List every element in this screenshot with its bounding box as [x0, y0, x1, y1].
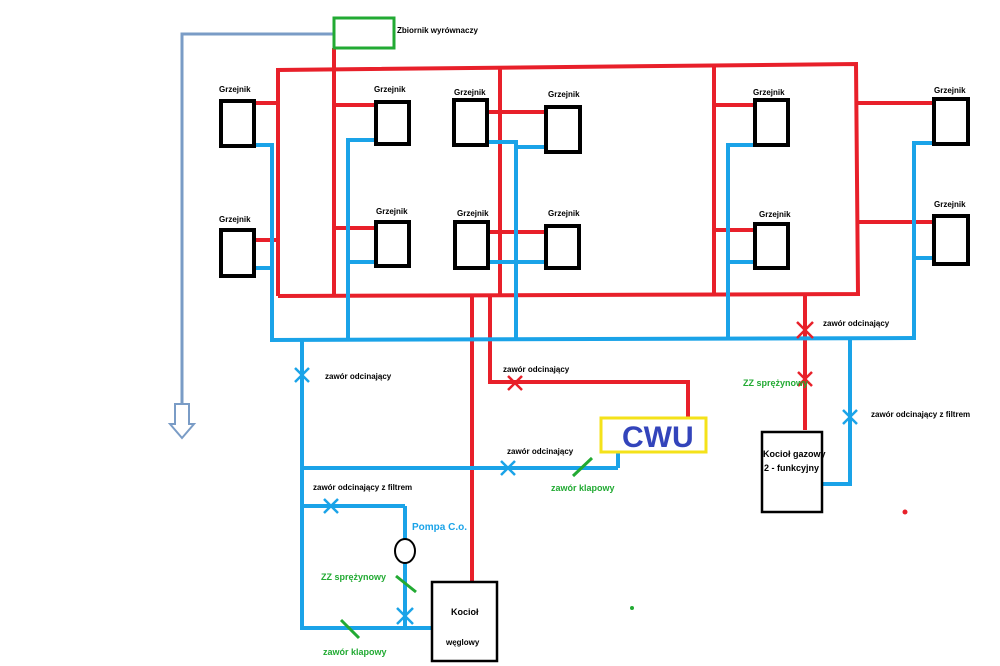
radiator-label: Grzejnik	[219, 215, 251, 224]
valve-label: zawór odcinający	[325, 372, 392, 381]
radiator	[932, 214, 970, 266]
radiator-label: Grzejnik	[548, 209, 580, 218]
check-valves: zawór klapowy zawór klapowy ZZ sprężynow…	[321, 456, 615, 657]
radiator-label: Grzejnik	[376, 207, 408, 216]
radiators: Grzejnik Grzejnik Grzejnik Grzejnik Grze…	[219, 85, 970, 278]
filter-valve-icon	[323, 498, 339, 514]
filter-valve-label: zawór odcinający z filtrem	[871, 410, 970, 419]
check-valve-label: zawór klapowy	[323, 647, 387, 657]
radiator	[932, 97, 970, 146]
check-valve-label: zawór klapowy	[551, 483, 615, 493]
return-pipes	[255, 138, 934, 630]
radiator-label: Grzejnik	[759, 210, 791, 219]
radiator	[753, 222, 790, 270]
spring-check-valve-label: ZZ sprężynowy	[743, 378, 808, 388]
radiator	[544, 224, 581, 270]
expansion-tank-label: Zbiornik wyrównaczy	[397, 26, 478, 35]
spring-check-valve-icon	[797, 371, 813, 387]
valve-label: zawór odcinający	[823, 319, 890, 328]
coal-boiler-label-line2: węglowy	[445, 638, 480, 647]
radiator-label: Grzejnik	[374, 85, 406, 94]
shutoff-valve-icon	[500, 460, 516, 476]
radiator-label: Grzejnik	[457, 209, 489, 218]
radiator	[374, 100, 411, 146]
gas-boiler: Kocioł gazowy 2 - funkcyjny	[760, 430, 826, 514]
radiator	[453, 220, 490, 270]
filter-valve-label: zawór odcinający z filtrem	[313, 483, 412, 492]
supply-valves: zawór odcinający zawór odcinający ZZ spr…	[503, 319, 890, 391]
cwu-label: CWU	[622, 421, 694, 454]
radiator	[219, 99, 256, 148]
radiator	[374, 220, 411, 268]
valve-label: zawór odcinający	[503, 365, 570, 374]
supply-pipes	[255, 48, 934, 582]
radiator	[753, 98, 790, 147]
radiator-label: Grzejnik	[934, 86, 966, 95]
spring-check-valve-label: ZZ sprężynowy	[321, 572, 386, 582]
pump-label: Pompa C.o.	[412, 522, 467, 533]
shutoff-valve-icon	[294, 367, 310, 383]
expansion-line	[167, 32, 334, 440]
radiator-label: Grzejnik	[934, 200, 966, 209]
radiator	[544, 105, 582, 154]
return-valves: zawór odcinający zawór odcinający zawór …	[294, 367, 970, 625]
filter-valve-icon	[842, 409, 858, 425]
check-valve-icon	[571, 456, 594, 478]
shutoff-valve-icon	[796, 321, 814, 339]
shutoff-valve-icon	[396, 607, 414, 625]
coal-boiler-label-line1: Kocioł	[451, 607, 479, 617]
stray-dots	[630, 509, 908, 610]
pump-icon	[394, 538, 416, 564]
radiator-label: Grzejnik	[753, 88, 785, 97]
expansion-tank: Zbiornik wyrównaczy	[332, 16, 478, 50]
radiator	[219, 228, 256, 278]
check-valve-icon	[339, 618, 361, 640]
radiator-label: Grzejnik	[454, 88, 486, 97]
gas-boiler-label-line2: 2 - funkcyjny	[764, 463, 819, 473]
coal-boiler: Kocioł węglowy	[430, 580, 499, 663]
radiator	[452, 98, 489, 147]
cwu-tank: CWU	[599, 416, 708, 454]
radiator-label: Grzejnik	[219, 85, 251, 94]
spring-check-valve-icon	[395, 574, 417, 594]
shutoff-valve-icon	[507, 375, 523, 391]
gas-boiler-label-line1: Kocioł gazowy	[763, 449, 826, 459]
circulation-pump: Pompa C.o.	[394, 522, 467, 564]
valve-label: zawór odcinający	[507, 447, 574, 456]
radiator-label: Grzejnik	[548, 90, 580, 99]
